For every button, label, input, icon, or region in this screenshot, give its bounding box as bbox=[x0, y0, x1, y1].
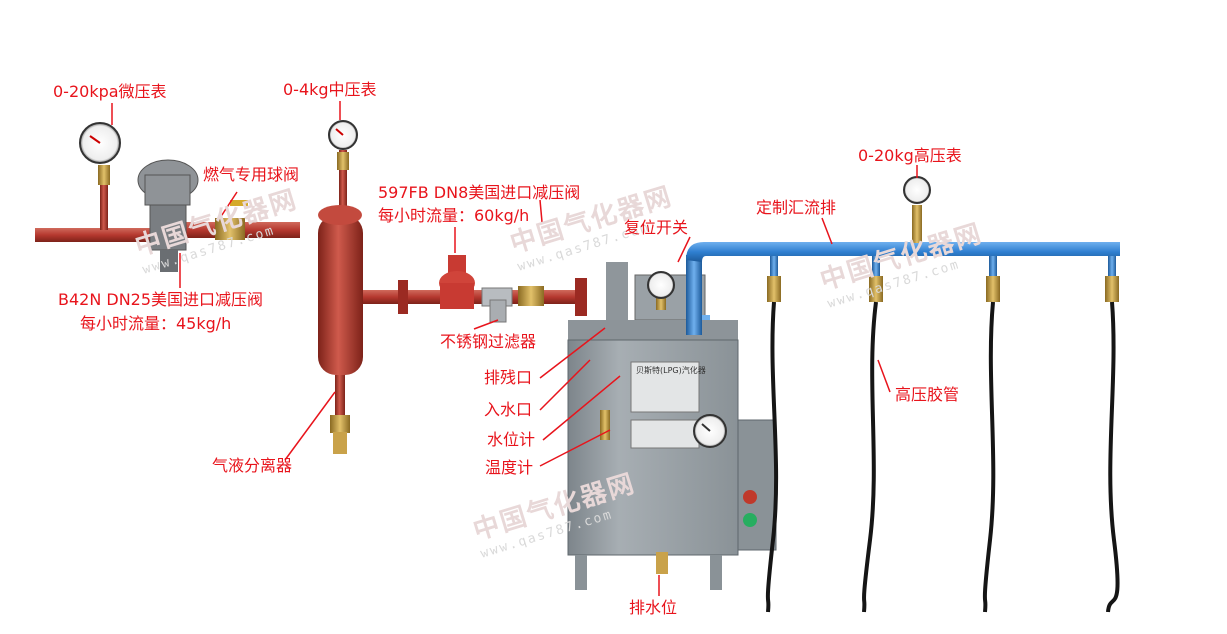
label-high-gauge: 0-20kg高压表 bbox=[858, 146, 962, 165]
micro-gauge-riser bbox=[100, 185, 108, 230]
597fb-regulator bbox=[439, 255, 475, 309]
gas-liquid-separator-vessel bbox=[318, 205, 363, 454]
label-water-inlet: 入水口 bbox=[484, 400, 533, 419]
label-medium-gauge: 0-4kg中压表 bbox=[283, 80, 377, 99]
filter-ball-valve bbox=[518, 286, 544, 306]
cabinet-pressure-gauge bbox=[647, 271, 675, 310]
drop-4 bbox=[1105, 256, 1120, 613]
inlet-pipe bbox=[35, 228, 165, 242]
thermometer-dial bbox=[693, 414, 727, 448]
drop-3 bbox=[982, 256, 1000, 613]
high-pressure-gauge bbox=[903, 176, 931, 243]
b42n-regulator bbox=[137, 159, 199, 272]
manifold-drops bbox=[765, 256, 1120, 613]
drop-1 bbox=[765, 256, 781, 613]
stainless-filter bbox=[481, 287, 513, 323]
label-597fb-valve: 597FB DN8美国进口减压阀 bbox=[378, 183, 581, 202]
medium-pressure-gauge bbox=[328, 120, 358, 170]
leader-lines bbox=[111, 101, 918, 596]
label-drain-water: 排水位 bbox=[629, 598, 678, 617]
label-water-level-gauge: 水位计 bbox=[487, 430, 536, 449]
label-drain-residue: 排残口 bbox=[484, 368, 533, 387]
blue-manifold bbox=[686, 242, 1120, 335]
micro-pressure-gauge bbox=[79, 122, 121, 185]
label-gas-ball-valve: 燃气专用球阀 bbox=[203, 165, 300, 184]
label-custom-manifold: 定制汇流排 bbox=[756, 198, 837, 217]
label-high-pressure-hose: 高压胶管 bbox=[895, 385, 960, 404]
drop-2 bbox=[862, 256, 883, 613]
label-reset-switch: 复位开关 bbox=[624, 218, 689, 237]
vaporizer-cabinet bbox=[567, 262, 777, 590]
flange-2 bbox=[575, 278, 587, 316]
label-b42n-valve: B42N DN25美国进口减压阀 bbox=[58, 290, 264, 309]
vaporizer-nameplate: 贝斯特(LPG)汽化器 bbox=[636, 366, 706, 375]
label-gas-liquid-separator: 气液分离器 bbox=[212, 456, 293, 475]
label-597fb-flow: 每小时流量：60kg/h bbox=[378, 206, 530, 225]
label-b42n-flow: 每小时流量：45kg/h bbox=[80, 314, 232, 333]
medium-gauge-riser bbox=[339, 150, 347, 210]
gas-ball-valve bbox=[215, 200, 248, 240]
label-micro-gauge: 0-20kpa微压表 bbox=[53, 82, 167, 101]
label-ss-filter: 不锈钢过滤器 bbox=[440, 332, 537, 351]
label-thermometer: 温度计 bbox=[485, 458, 534, 477]
flange-1 bbox=[398, 280, 408, 314]
